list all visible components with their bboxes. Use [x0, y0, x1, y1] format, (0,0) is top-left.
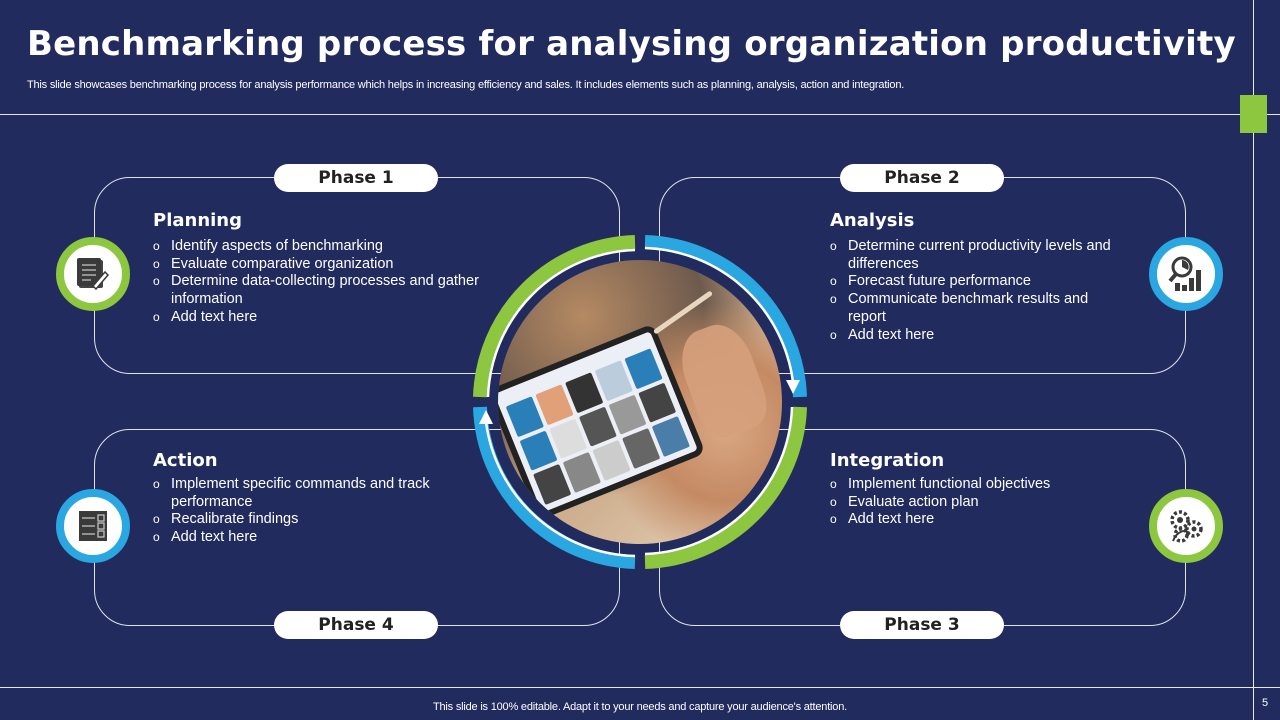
phase-4-heading: Action [153, 450, 218, 471]
accent-block [1240, 95, 1267, 133]
header-divider [0, 114, 1280, 115]
bullet-item: Implement specific commands and track pe… [153, 476, 453, 511]
slide-title: Benchmarking process for analysing organ… [27, 24, 1236, 64]
bullet-item: Add text here [153, 309, 493, 327]
phase-4-icon-badge [56, 489, 130, 563]
footer-text: This slide is 100% editable. Adapt it to… [433, 701, 847, 713]
arrow-down-icon [786, 380, 800, 394]
bullet-item: Communicate benchmark results and report [830, 291, 1130, 326]
bullet-item: Add text here [830, 327, 1130, 345]
bullet-item: Recalibrate findings [153, 511, 453, 529]
arrow-up-icon [479, 410, 493, 424]
phase-4-pill: Phase 4 [274, 611, 438, 639]
phase-3-bullets: Implement functional objectives Evaluate… [830, 476, 1130, 529]
phase-3-pill: Phase 3 [840, 611, 1004, 639]
bullet-item: Add text here [153, 529, 453, 547]
bullet-item: Determine data-collecting processes and … [153, 273, 493, 308]
magnifier-chart-icon [1168, 256, 1201, 291]
tablet-photo [498, 260, 782, 544]
right-border-line [1253, 0, 1254, 720]
phase-1-bullets: Identify aspects of benchmarking Evaluat… [153, 238, 493, 327]
bullet-item: Determine current productivity levels an… [830, 238, 1130, 273]
slide-subtitle: This slide showcases benchmarking proces… [27, 79, 905, 91]
phase-1-heading: Planning [153, 210, 243, 231]
bullet-item: Add text here [830, 511, 1130, 529]
bullet-item: Evaluate comparative organization [153, 256, 493, 274]
phase-2-pill: Phase 2 [840, 164, 1004, 192]
cycle-ring [473, 235, 807, 569]
bullet-item: Identify aspects of benchmarking [153, 238, 493, 256]
bullet-item: Forecast future performance [830, 273, 1130, 291]
center-cycle-graphic [470, 232, 810, 572]
phase-3-heading: Integration [830, 450, 945, 471]
phase-1-icon-badge [56, 237, 130, 311]
checklist-pencil-icon [77, 258, 110, 291]
footer-divider [0, 687, 1280, 688]
phase-4-bullets: Implement specific commands and track pe… [153, 476, 453, 547]
phase-2-heading: Analysis [830, 210, 915, 231]
phase-3-icon-badge [1149, 489, 1223, 563]
bullet-item: Implement functional objectives [830, 476, 1130, 494]
checklist-icon [79, 511, 107, 541]
phase-1-pill: Phase 1 [274, 164, 438, 192]
gears-icon [1170, 510, 1203, 543]
bullet-item: Evaluate action plan [830, 494, 1130, 512]
phase-2-icon-badge [1149, 237, 1223, 311]
page-number: 5 [1262, 697, 1269, 709]
phase-2-bullets: Determine current productivity levels an… [830, 238, 1130, 344]
